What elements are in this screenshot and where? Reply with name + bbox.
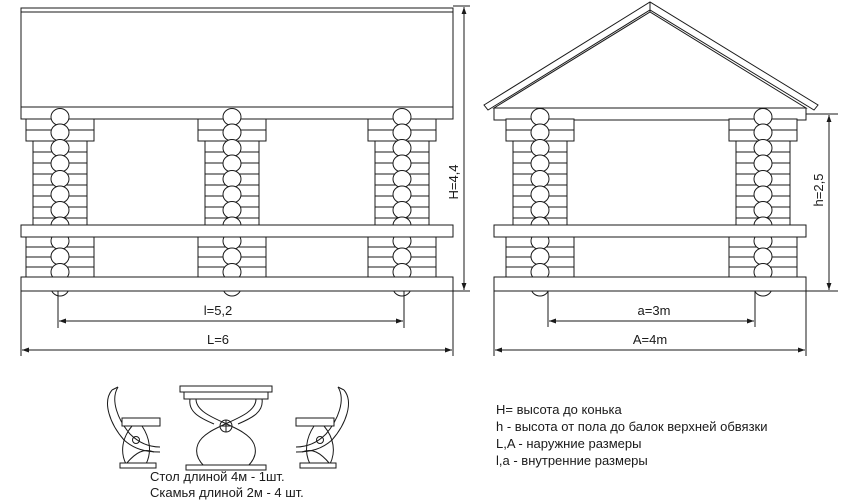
caption-line-table: Стол длиной 4м - 1шт. <box>150 469 285 484</box>
dimension-label-L: L=6 <box>207 332 229 347</box>
front-column-1 <box>25 108 95 297</box>
dimension-label-l: l=5,2 <box>204 303 233 318</box>
side-rails <box>493 224 807 292</box>
front-rails <box>20 224 454 292</box>
front-columns <box>25 108 437 297</box>
dimension-label-A: A=4m <box>633 332 667 347</box>
dimension-height-inner: h=2,5 <box>806 113 838 292</box>
furniture-caption: Стол длиной 4м - 1шт. Скамья длиной 2м -… <box>150 469 304 500</box>
dimension-outer-length: L=6 <box>20 291 454 356</box>
legend-item-H: H= высота до конька <box>496 402 622 417</box>
front-column-2 <box>197 108 267 297</box>
legend-item-h: h - высота от пола до балок верхней обвя… <box>496 419 768 434</box>
side-columns <box>505 108 798 297</box>
dimension-label-H: H=4,4 <box>446 164 461 199</box>
dimension-label-a: a=3m <box>638 303 671 318</box>
dimension-outer-width: A=4m <box>493 291 807 356</box>
bench-left <box>107 386 161 469</box>
dimension-inner-width: a=3m <box>547 291 756 327</box>
dimension-label-h: h=2,5 <box>811 174 826 207</box>
legend: H= высота до конька h - высота от пола д… <box>496 402 768 468</box>
legend-item-L-A: L,A - наружние размеры <box>496 436 641 451</box>
side-column-1 <box>505 108 575 297</box>
side-column-2 <box>728 108 798 297</box>
legend-item-l-a: l,a - внутренние размеры <box>496 453 648 468</box>
front-column-3 <box>367 108 437 297</box>
side-view <box>483 1 819 297</box>
front-roof <box>20 7 454 108</box>
side-gable-roof <box>483 1 819 111</box>
front-view <box>20 7 454 297</box>
caption-line-bench: Скамья длиной 2м - 4 шт. <box>150 485 304 500</box>
table <box>179 385 273 471</box>
bench-right <box>295 386 349 469</box>
dimension-inner-length: l=5,2 <box>57 291 405 328</box>
dimension-height-total: H=4,4 <box>446 5 470 292</box>
